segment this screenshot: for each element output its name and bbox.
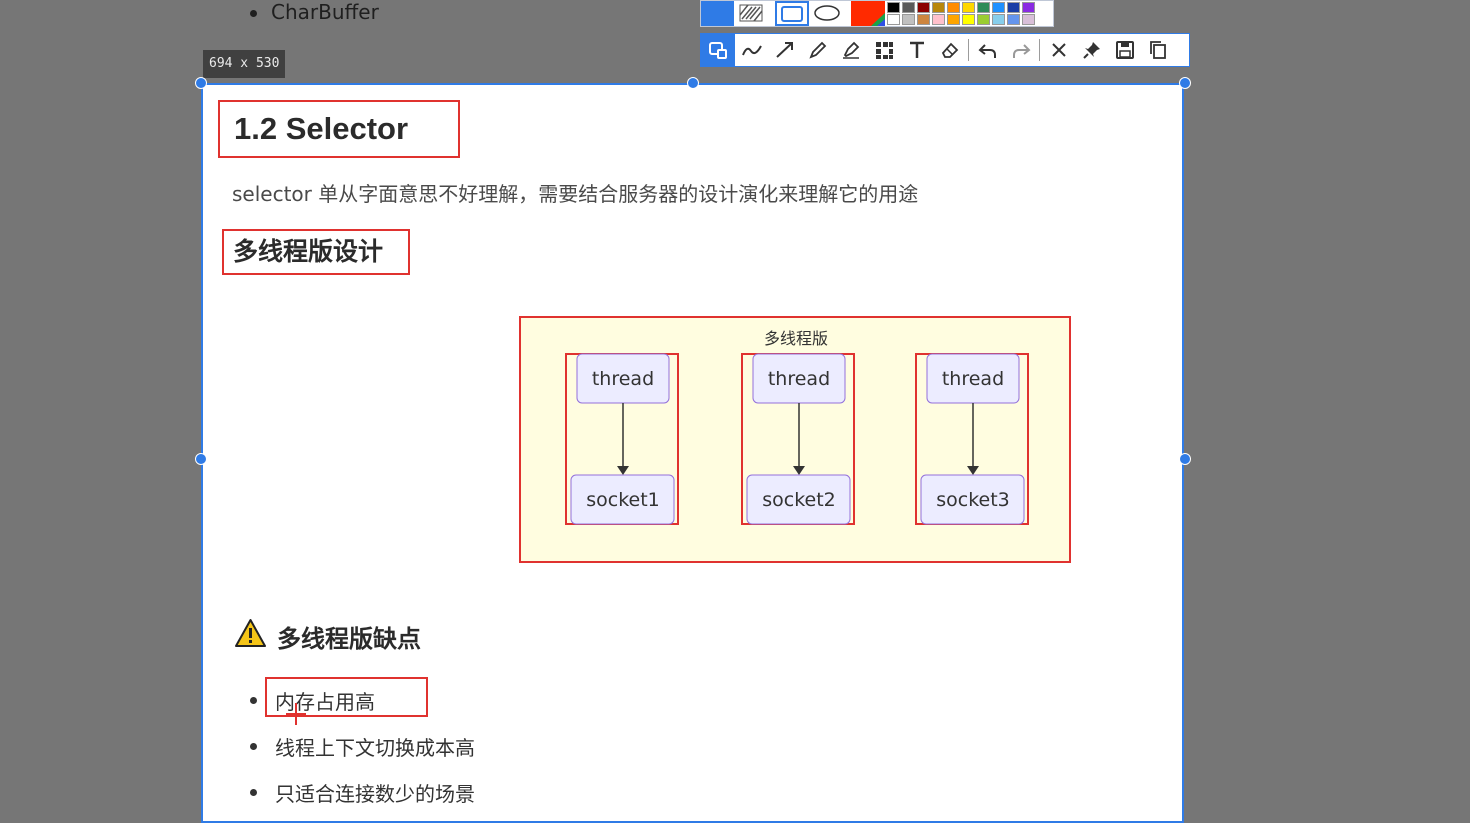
mode-indicator (701, 1, 734, 26)
warning-icon (234, 618, 267, 654)
selection-size-label: 694 x 530 (203, 50, 286, 78)
resize-handle-top[interactable] (687, 77, 699, 89)
drawbacks-heading: 多线程版缺点 (234, 618, 421, 654)
mosaic-grid-icon[interactable] (867, 34, 900, 66)
list-item-text: 只适合连接数少的场景 (275, 782, 475, 806)
pin-icon[interactable] (1075, 34, 1108, 66)
annotation-rectangle[interactable] (265, 677, 428, 717)
resize-handle-top-left[interactable] (195, 77, 207, 89)
socket-node (746, 474, 851, 525)
background-list-text: CharBuffer (271, 0, 379, 24)
close-icon[interactable] (1042, 34, 1075, 66)
intro-paragraph: selector 单从字面意思不好理解，需要结合服务器的设计演化来理解它的用途 (232, 182, 919, 206)
undo-icon[interactable] (971, 34, 1004, 66)
socket-node-label: socket2 (762, 489, 836, 511)
list-item: 内存占用高 (250, 686, 375, 715)
diagram-canvas: 多线程版 thread socket1 thread socket2 thread soc… (519, 316, 1071, 563)
crosshair-cursor-icon (286, 703, 306, 729)
palette-swatch[interactable] (947, 2, 960, 13)
pen-icon[interactable] (801, 34, 834, 66)
list-item-text: 内存占用高 (275, 690, 375, 714)
palette-swatch[interactable] (917, 2, 930, 13)
current-color-swatch[interactable] (851, 1, 885, 26)
edge-arrowhead (617, 466, 629, 475)
toolbar-divider (968, 39, 969, 61)
background-list-item: CharBuffer (250, 0, 379, 24)
socket-node (920, 474, 1025, 525)
save-icon[interactable] (1108, 34, 1141, 66)
bullet (250, 10, 257, 17)
palette-swatch[interactable] (887, 14, 900, 25)
diagram-title: 多线程版 (764, 329, 828, 348)
palette-swatch[interactable] (992, 14, 1005, 25)
palette-swatch[interactable] (1022, 2, 1035, 13)
text-icon[interactable] (900, 34, 933, 66)
bullet (250, 697, 257, 704)
list-item: 只适合连接数少的场景 (250, 778, 475, 807)
toolbar-tools-row (700, 33, 1190, 67)
highlighter-icon[interactable] (834, 34, 867, 66)
redo-icon[interactable] (1004, 34, 1037, 66)
bullet (250, 743, 257, 750)
edge-arrowhead (793, 466, 805, 475)
toolbar-style-row (700, 0, 1054, 27)
palette-swatch[interactable] (902, 2, 915, 13)
palette-swatch[interactable] (962, 2, 975, 13)
palette-swatch[interactable] (1022, 14, 1035, 25)
palette-swatch[interactable] (902, 14, 915, 25)
resize-handle-left[interactable] (195, 453, 207, 465)
eraser-icon[interactable] (933, 34, 966, 66)
resize-handle-top-right[interactable] (1179, 77, 1191, 89)
thread-node-label: thread (768, 368, 830, 390)
list-item: 线程上下文切换成本高 (250, 732, 475, 761)
subsection-heading: 多线程版设计 (222, 229, 410, 275)
socket-node (570, 474, 675, 525)
multithread-diagram: 多线程版 thread socket1 thread socket2 thread soc… (519, 316, 1073, 570)
palette-swatch[interactable] (932, 14, 945, 25)
palette-swatch[interactable] (887, 2, 900, 13)
thread-node-label: thread (942, 368, 1004, 390)
palette-swatch[interactable] (977, 2, 990, 13)
palette-swatch[interactable] (932, 2, 945, 13)
palette-swatch[interactable] (947, 14, 960, 25)
arrow-icon[interactable] (768, 34, 801, 66)
palette-swatch[interactable] (917, 14, 930, 25)
edge-arrowhead (967, 466, 979, 475)
polyline-icon[interactable] (735, 34, 768, 66)
drawbacks-heading-text: 多线程版缺点 (277, 624, 421, 653)
bullet (250, 789, 257, 796)
palette-swatch[interactable] (1007, 2, 1020, 13)
resize-handle-right[interactable] (1179, 453, 1191, 465)
palette-swatch[interactable] (1007, 14, 1020, 25)
palette-swatch[interactable] (962, 14, 975, 25)
rectangle-icon[interactable] (775, 1, 809, 26)
palette-swatch[interactable] (977, 14, 990, 25)
mosaic-icon[interactable] (739, 4, 763, 26)
palette-swatch[interactable] (992, 2, 1005, 13)
ellipse-icon[interactable] (813, 4, 841, 26)
socket-node-label: socket3 (936, 489, 1010, 511)
select-shape-icon[interactable] (701, 34, 735, 66)
list-item-text: 线程上下文切换成本高 (275, 736, 475, 760)
socket-node-label: socket1 (586, 489, 660, 511)
copy-icon[interactable] (1141, 34, 1174, 66)
thread-node-label: thread (592, 368, 654, 390)
section-heading: 1.2 Selector (218, 100, 460, 158)
toolbar-divider (1039, 39, 1040, 61)
